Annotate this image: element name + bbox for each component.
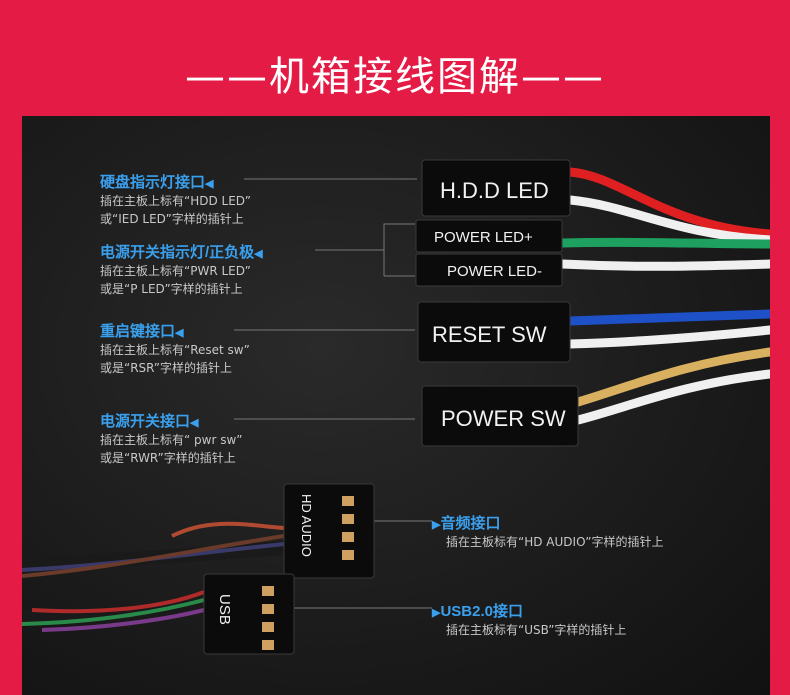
power-led-minus-connector: POWER LED-	[447, 263, 542, 280]
reset-title: 重启键接口	[100, 323, 176, 340]
arrow-left-icon: ◀	[254, 248, 263, 260]
arrow-right-icon: ▶	[432, 607, 441, 619]
power-sw-title: 电源开关接口	[100, 413, 191, 430]
reset-desc-2: 或是“RSR”字样的插针上	[100, 361, 232, 375]
audio-desc: 插在主板标有“HD AUDIO”字样的插针上	[446, 535, 664, 549]
hdd-led-title: 硬盘指示灯接口	[100, 174, 206, 191]
usb-desc: 插在主板标有“USB”字样的插针上	[446, 623, 627, 637]
power-led-desc-1: 插在主板上标有“PWR LED”	[100, 264, 251, 278]
usb-title: USB2.0接口	[440, 603, 523, 620]
power-led-desc-2: 或是“P LED”字样的插针上	[100, 282, 243, 296]
usb-connector: USB	[216, 594, 233, 625]
hdd-led-connector: H.D.D LED	[440, 178, 549, 203]
usb-label: ▶USB2.0接口 插在主板标有“USB”字样的插针上	[432, 600, 626, 639]
arrow-left-icon: ◀	[190, 417, 199, 429]
power-sw-desc-1: 插在主板上标有“ pwr sw”	[100, 433, 243, 447]
power-sw-connector: POWER SW	[441, 406, 566, 431]
connector-photo: H.D.D LED POWER LED+ POWER LED- RESET SW…	[22, 116, 770, 695]
page-title: ——机箱接线图解——	[185, 54, 605, 100]
power-sw-label: 电源开关接口◀ 插在主板上标有“ pwr sw” 或是“RWR”字样的插针上	[100, 410, 243, 467]
power-led-title: 电源开关指示灯/正负极	[100, 244, 255, 261]
arrow-right-icon: ▶	[432, 519, 441, 531]
audio-title: 音频接口	[440, 515, 501, 532]
reset-label: 重启键接口◀ 插在主板上标有“Reset sw” 或是“RSR”字样的插针上	[100, 320, 250, 377]
power-led-plus-connector: POWER LED+	[434, 229, 533, 246]
reset-sw-connector: RESET SW	[432, 322, 547, 347]
hdd-led-desc-2: 或“IED LED”字样的插针上	[100, 212, 244, 226]
hd-audio-connector: HD AUDIO	[299, 494, 314, 557]
reset-desc-1: 插在主板上标有“Reset sw”	[100, 343, 250, 357]
power-sw-desc-2: 或是“RWR”字样的插针上	[100, 451, 236, 465]
arrow-left-icon: ◀	[175, 327, 184, 339]
power-led-label: 电源开关指示灯/正负极◀ 插在主板上标有“PWR LED” 或是“P LED”字…	[100, 241, 263, 298]
audio-label: ▶音频接口 插在主板标有“HD AUDIO”字样的插针上	[432, 512, 664, 551]
hdd-led-desc-1: 插在主板上标有“HDD LED”	[100, 194, 251, 208]
hdd-led-label: 硬盘指示灯接口◀ 插在主板上标有“HDD LED” 或“IED LED”字样的插…	[100, 171, 251, 228]
arrow-left-icon: ◀	[205, 178, 214, 190]
